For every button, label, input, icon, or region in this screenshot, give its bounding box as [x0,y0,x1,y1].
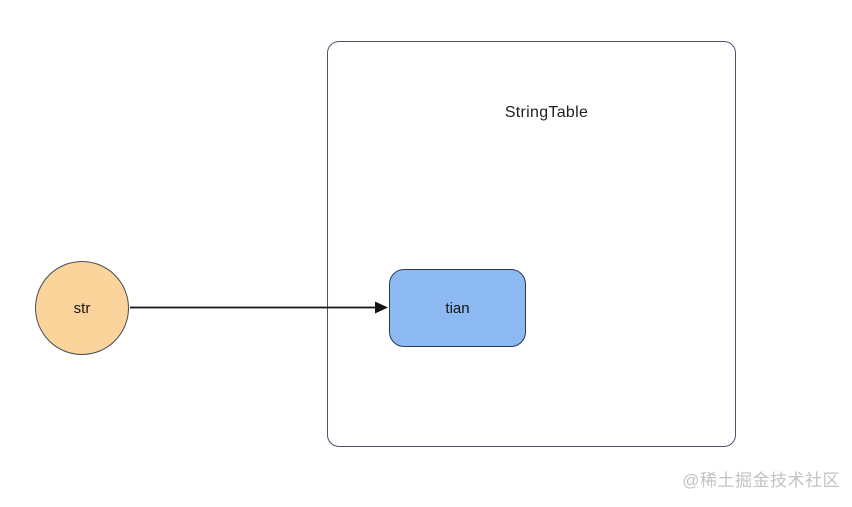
string-node-tian: tian [389,269,526,347]
watermark-text: @稀土掘金技术社区 [682,471,840,490]
variable-node-label: str [73,299,91,317]
string-table-container: StringTable tian [327,41,736,447]
string-table-label: StringTable [504,104,589,121]
string-node-label: tian [445,299,470,317]
variable-node-str: str [35,261,129,355]
